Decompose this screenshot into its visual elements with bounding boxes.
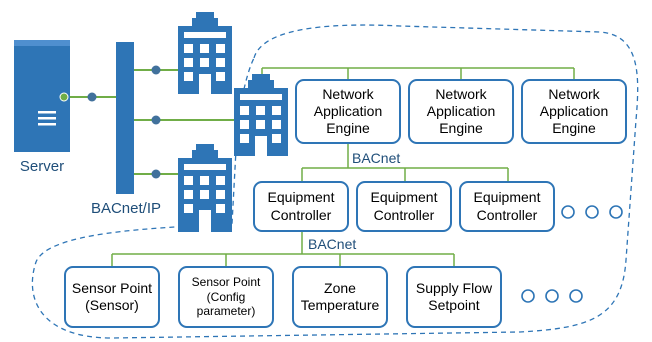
connection-node bbox=[151, 65, 161, 75]
network-application-engine: Network Application Engine bbox=[295, 79, 401, 144]
more-controllers-dot bbox=[585, 205, 599, 219]
connection-node bbox=[151, 115, 161, 125]
building-icon bbox=[234, 74, 288, 156]
nae-label: Network Application Engine bbox=[313, 85, 383, 137]
point-label: Supply Flow Setpoint bbox=[415, 279, 493, 313]
server-label: Server bbox=[19, 158, 65, 175]
controller-label: Equipment Controller bbox=[473, 189, 541, 223]
supply-flow-setpoint-point: Supply Flow Setpoint bbox=[406, 266, 502, 328]
more-points-dot bbox=[521, 289, 535, 303]
connection-node bbox=[87, 92, 97, 102]
more-points-dot bbox=[569, 289, 583, 303]
server-icon bbox=[14, 40, 70, 152]
controller-label: Equipment Controller bbox=[267, 189, 335, 223]
bacnet-ip-label: BACnet/IP bbox=[90, 200, 162, 217]
more-points-dot bbox=[545, 289, 559, 303]
sensor-point-config: Sensor Point (Config parameter) bbox=[178, 266, 274, 328]
connection-node bbox=[151, 169, 161, 179]
upper-bacnet-label: BACnet bbox=[352, 150, 401, 166]
point-label: Sensor Point (Config parameter) bbox=[191, 275, 261, 319]
more-controllers-dot bbox=[609, 205, 623, 219]
zone-temperature-point: Zone Temperature bbox=[292, 266, 388, 328]
point-label: Zone Temperature bbox=[300, 279, 380, 313]
nae-label: Network Application Engine bbox=[539, 85, 609, 137]
network-application-engine: Network Application Engine bbox=[521, 79, 627, 144]
sensor-point-sensor: Sensor Point (Sensor) bbox=[64, 266, 160, 328]
equipment-controller: Equipment Controller bbox=[253, 181, 349, 232]
more-controllers-dot bbox=[561, 205, 575, 219]
building-icon bbox=[178, 144, 232, 232]
controller-label: Equipment Controller bbox=[370, 189, 438, 223]
bacnet-ip-backbone bbox=[116, 42, 134, 194]
lower-bacnet-label: BACnet bbox=[308, 236, 357, 252]
network-application-engine: Network Application Engine bbox=[408, 79, 514, 144]
point-label: Sensor Point (Sensor) bbox=[71, 279, 153, 313]
equipment-controller: Equipment Controller bbox=[356, 181, 452, 232]
nae-label: Network Application Engine bbox=[426, 85, 496, 137]
equipment-controller: Equipment Controller bbox=[459, 181, 555, 232]
building-icon bbox=[178, 12, 232, 94]
